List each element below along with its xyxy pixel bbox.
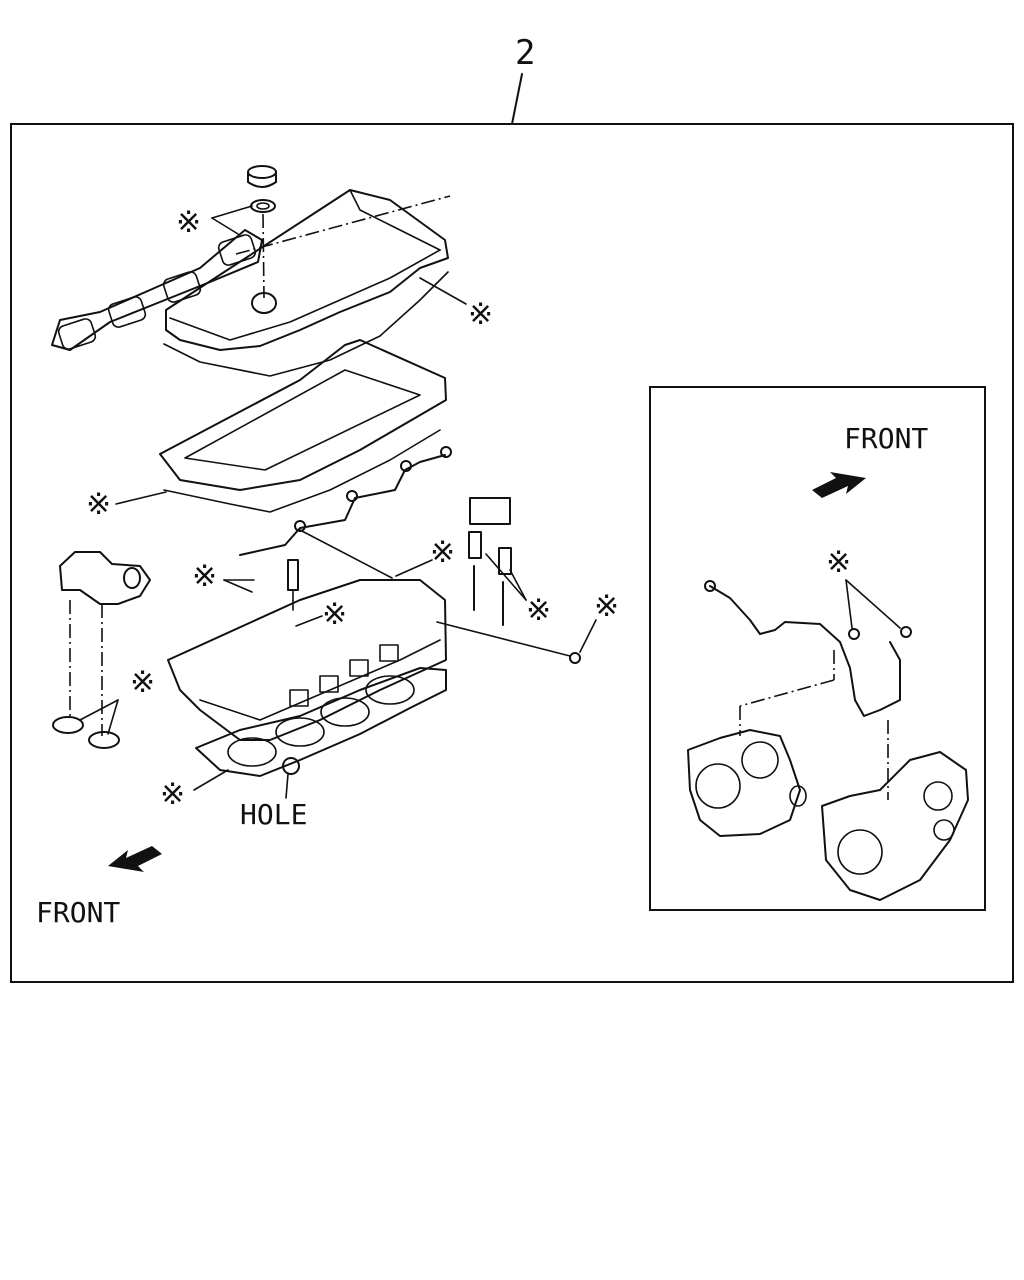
part-number-leader <box>511 73 523 125</box>
inset-frame <box>649 386 986 911</box>
gasket-mark: ※ <box>826 545 851 580</box>
gasket-mark: ※ <box>130 665 155 700</box>
gasket-mark: ※ <box>176 205 201 240</box>
carrier-gasket <box>163 429 441 513</box>
thermostat-gasket-2 <box>88 731 120 749</box>
valve-parts <box>468 497 581 664</box>
gasket-mark: ※ <box>430 535 455 570</box>
turbocharger-left <box>687 729 807 837</box>
thermostat-gasket-1 <box>52 716 84 734</box>
gasket-mark: ※ <box>160 777 185 812</box>
inset-front-label: FRONT <box>844 422 928 455</box>
camshaft-carrier <box>159 339 447 491</box>
gasket-mark: ※ <box>594 589 619 624</box>
injector-nozzle <box>287 559 299 611</box>
front-arrow-icon <box>108 846 162 872</box>
turbo-oil-feed-pipe <box>704 580 912 717</box>
cylinder-head <box>167 579 447 741</box>
cylinder-head-cover <box>165 189 449 351</box>
head-cover-gasket <box>163 271 449 377</box>
gasket-mark: ※ <box>192 559 217 594</box>
gasket-mark: ※ <box>526 593 551 628</box>
gasket-hole <box>282 757 300 775</box>
injection-pipe <box>239 446 452 556</box>
gasket-mark: ※ <box>322 597 347 632</box>
thermostat-housing <box>59 551 151 605</box>
turbocharger-right <box>821 751 969 901</box>
gasket-mark: ※ <box>86 487 111 522</box>
cylinder-head-gasket <box>195 667 447 777</box>
part-number-label: 2 <box>515 33 535 73</box>
outer-frame <box>10 123 1014 983</box>
main-front-label: FRONT <box>36 896 120 929</box>
oil-filler-cap <box>247 165 277 213</box>
inset-front-arrow-icon <box>812 472 866 498</box>
exhaust-manifold-gasket <box>51 229 263 351</box>
hole-label: HOLE <box>240 798 307 831</box>
gasket-marks: ※ ※ ※ ※ ※ ※ ※ ※ ※ ※ <box>79 205 619 812</box>
gasket-mark: ※ <box>468 297 493 332</box>
